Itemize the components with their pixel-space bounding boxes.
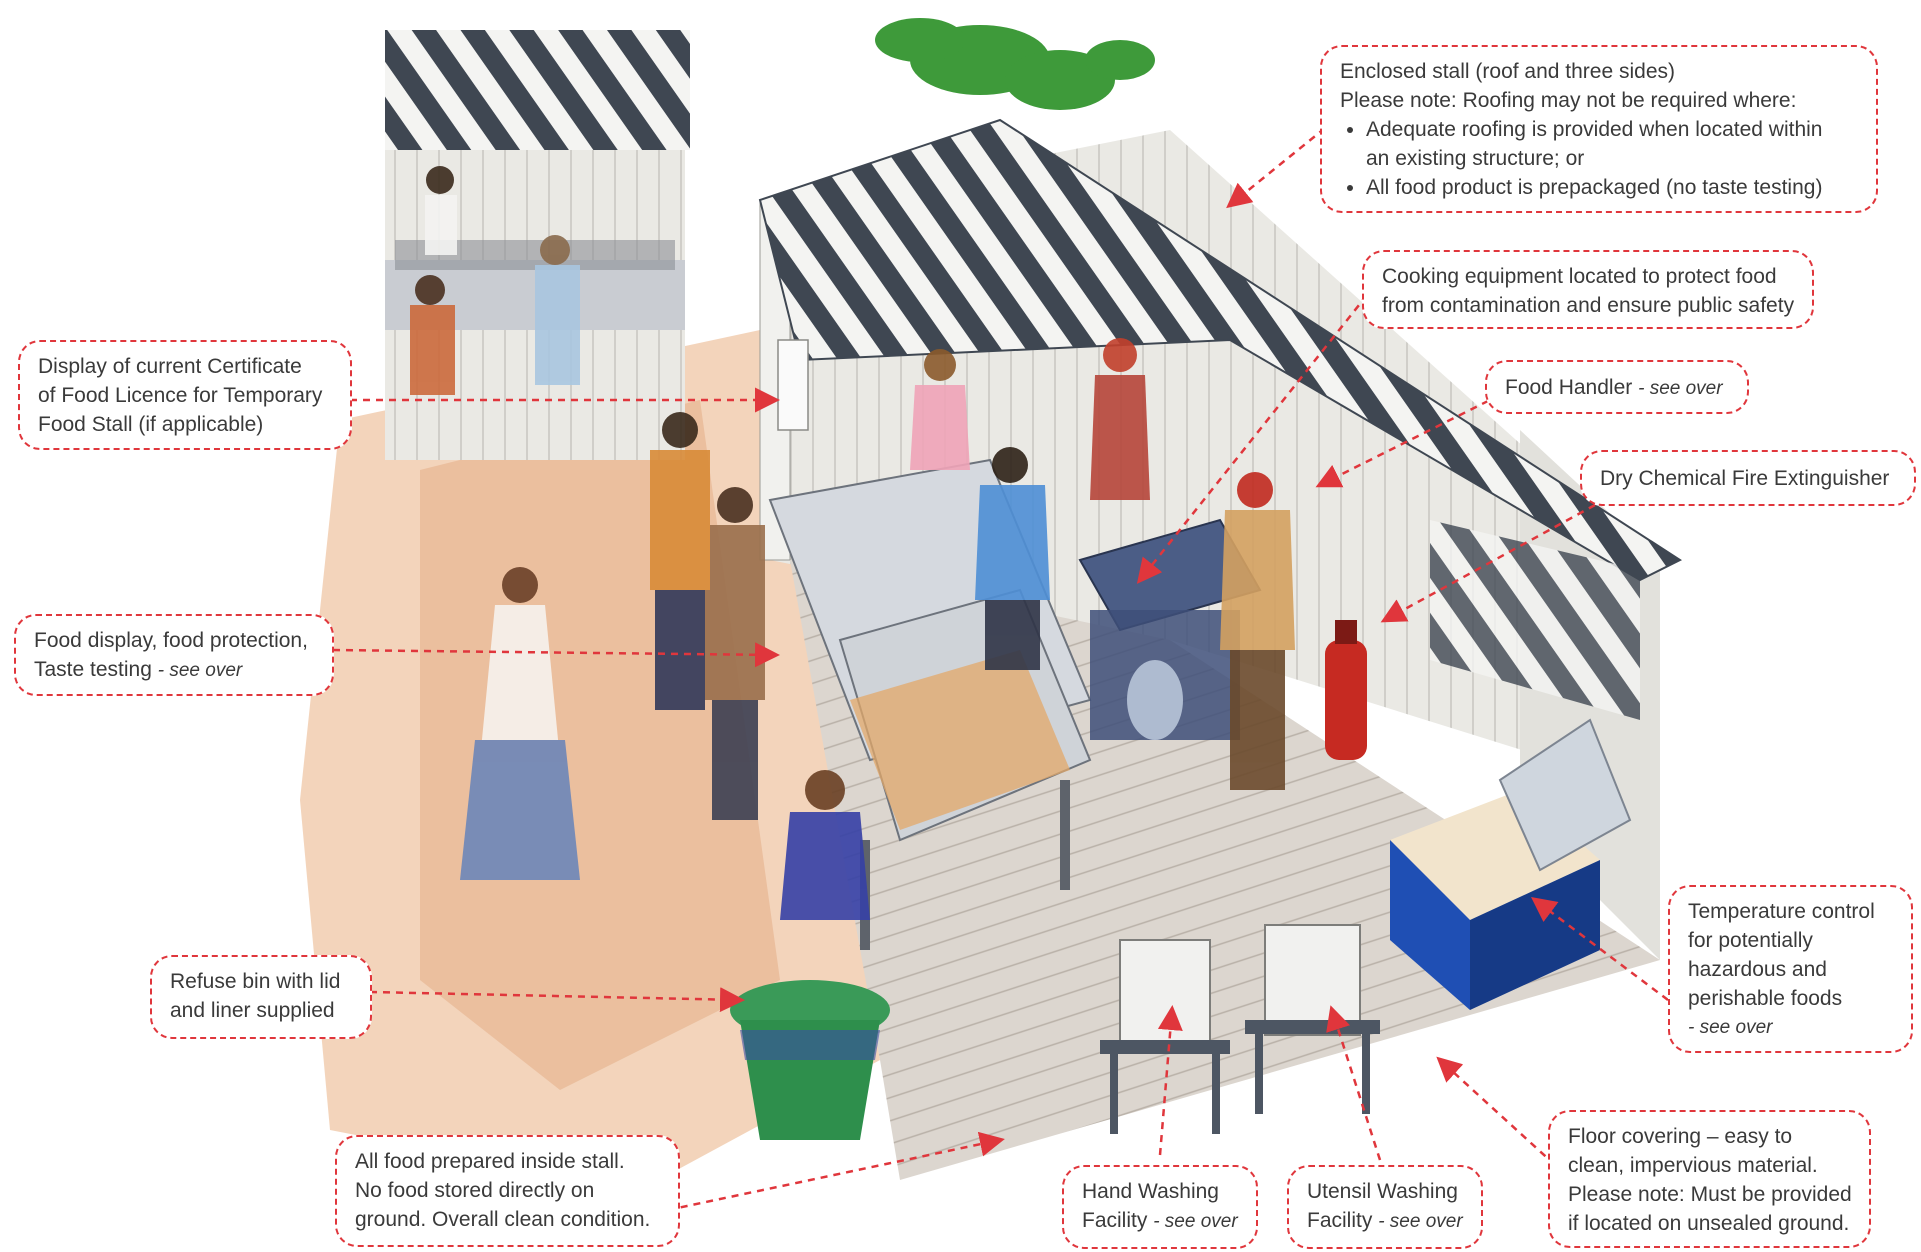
utensil-washing-line2: Facility <box>1307 1209 1372 1232</box>
certificate-line1: Display of current Certificate <box>38 352 332 381</box>
hand-washing-note: - see over <box>1153 1211 1237 1232</box>
tree-foliage <box>875 18 1155 110</box>
temperature-note: - see over <box>1688 1013 1893 1042</box>
food-display-note: - see over <box>158 660 242 681</box>
arrow-food-prepared <box>668 1140 1000 1210</box>
callout-food-handler: Food Handler - see over <box>1485 360 1749 414</box>
hand-washing-line2-wrap: Facility - see over <box>1082 1206 1238 1236</box>
enclosed-stall-bullets: Adequate roofing is provided when locate… <box>1340 115 1858 202</box>
refuse-bin-line2: and liner supplied <box>170 996 352 1025</box>
enclosed-stall-bullet1b: an existing structure; or <box>1366 147 1584 170</box>
hand-washing-line2: Facility <box>1082 1209 1147 1232</box>
certificate-line2: of Food Licence for Temporary <box>38 381 332 410</box>
food-handler-note: - see over <box>1638 378 1722 399</box>
callout-certificate: Display of current Certificate of Food L… <box>18 340 352 450</box>
callout-hand-washing: Hand Washing Facility - see over <box>1062 1165 1258 1249</box>
floor-covering-line3: Please note: Must be provided <box>1568 1180 1851 1209</box>
callout-fire-extinguisher: Dry Chemical Fire Extinguisher <box>1580 450 1916 506</box>
food-prepared-line2: No food stored directly on <box>355 1176 660 1205</box>
temperature-line1: Temperature control <box>1688 897 1893 926</box>
callout-cooking-equipment: Cooking equipment located to protect foo… <box>1362 250 1814 329</box>
utensil-washing-container <box>1245 925 1380 1114</box>
callout-temperature-control: Temperature control for potentially haza… <box>1668 885 1913 1053</box>
floor-covering-line2: clean, impervious material. <box>1568 1151 1851 1180</box>
enclosed-stall-bullet1a: Adequate roofing is provided when locate… <box>1366 118 1822 141</box>
food-prepared-line1: All food prepared inside stall. <box>355 1147 660 1176</box>
callout-enclosed-stall: Enclosed stall (roof and three sides) Pl… <box>1320 45 1878 213</box>
food-display-line2-wrap: Taste testing - see over <box>34 655 314 685</box>
person-man-tan-jacket <box>1220 472 1295 790</box>
food-handler-text: Food Handler <box>1505 376 1632 399</box>
enclosed-stall-bullet1: Adequate roofing is provided when locate… <box>1366 115 1858 173</box>
temperature-line2: for potentially <box>1688 926 1893 955</box>
certificate-sign <box>778 340 808 430</box>
callout-refuse-bin: Refuse bin with lid and liner supplied <box>150 955 372 1039</box>
person-man-orange-jacket <box>650 412 710 710</box>
enclosed-stall-line1: Enclosed stall (roof and three sides) <box>1340 57 1858 86</box>
enclosed-stall-bullet2: All food product is prepackaged (no tast… <box>1366 173 1858 202</box>
cooking-equipment-line1: Cooking equipment located to protect foo… <box>1382 262 1794 291</box>
utensil-washing-line2-wrap: Facility - see over <box>1307 1206 1463 1236</box>
enclosed-stall-line2: Please note: Roofing may not be required… <box>1340 86 1858 115</box>
callout-food-display: Food display, food protection, Taste tes… <box>14 614 334 696</box>
utensil-washing-line1: Utensil Washing <box>1307 1177 1463 1206</box>
temperature-line4: perishable foods <box>1688 984 1893 1013</box>
utensil-washing-note: - see over <box>1378 1211 1462 1232</box>
cooking-equipment-line2: from contamination and ensure public saf… <box>1382 291 1794 320</box>
food-display-line2: Taste testing <box>34 658 152 681</box>
floor-covering-line1: Floor covering – easy to <box>1568 1122 1851 1151</box>
callout-food-prepared: All food prepared inside stall. No food … <box>335 1135 680 1247</box>
callout-utensil-washing: Utensil Washing Facility - see over <box>1287 1165 1483 1249</box>
food-display-line1: Food display, food protection, <box>34 626 314 655</box>
callout-floor-covering: Floor covering – easy to clean, impervio… <box>1548 1110 1871 1248</box>
arrow-floor-covering <box>1440 1060 1555 1165</box>
floor-covering-line4: if located on unsealed ground. <box>1568 1209 1851 1238</box>
certificate-line3: Food Stall (if applicable) <box>38 410 332 439</box>
hand-washing-line1: Hand Washing <box>1082 1177 1238 1206</box>
fire-extinguisher-text: Dry Chemical Fire Extinguisher <box>1600 467 1889 490</box>
refuse-bin-line1: Refuse bin with lid <box>170 967 352 996</box>
food-prepared-line3: ground. Overall clean condition. <box>355 1205 660 1234</box>
temperature-line3: hazardous and <box>1688 955 1893 984</box>
